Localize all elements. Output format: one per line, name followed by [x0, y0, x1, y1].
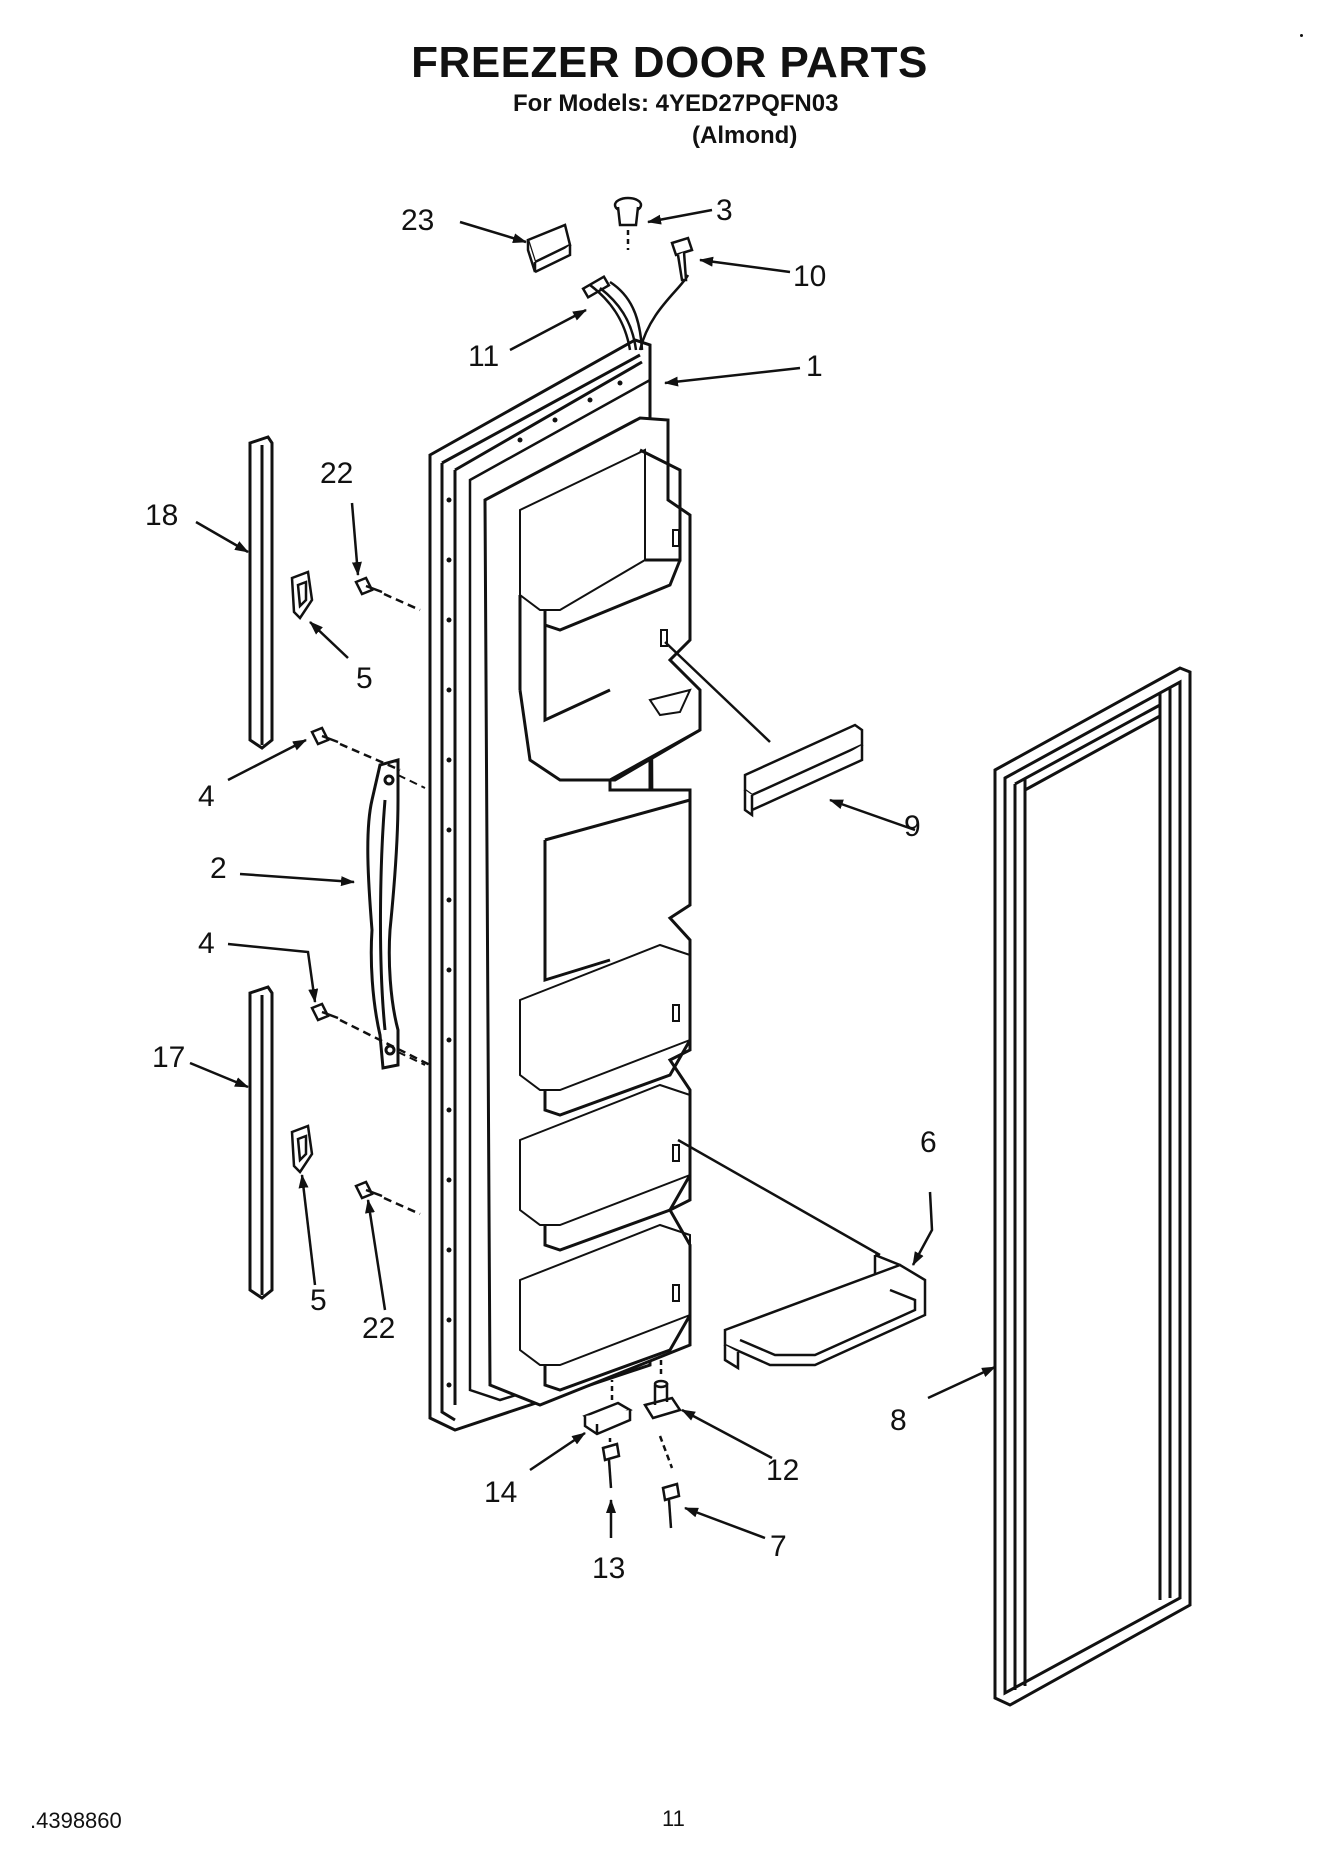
color-line: (Almond) — [692, 122, 798, 149]
page-number: 11 — [662, 1806, 685, 1831]
document-number: .4398860 — [30, 1808, 122, 1833]
bin-rail-part-9 — [664, 641, 864, 818]
trim-strip-part-18 — [248, 435, 274, 750]
clip-part-5-upper — [290, 570, 314, 620]
callout-5-lower: 5 — [310, 1284, 327, 1317]
callout-7: 7 — [770, 1530, 787, 1563]
plug-part-3 — [613, 196, 643, 250]
speck — [1300, 34, 1303, 37]
hinge-block-part-14 — [582, 1380, 633, 1436]
screw-part-4-lower — [310, 1002, 431, 1067]
callout-5-upper: 5 — [356, 662, 373, 695]
screw-part-13 — [601, 1438, 621, 1489]
callout-23: 23 — [401, 204, 434, 237]
connector-part-23 — [526, 223, 572, 274]
freezer-door-part-1 — [428, 338, 702, 1432]
screw-part-10 — [670, 236, 694, 282]
callout-10: 10 — [793, 260, 826, 293]
callout-4-upper: 4 — [198, 780, 215, 813]
callout-17: 17 — [152, 1041, 185, 1074]
callout-4-lower: 4 — [198, 927, 215, 960]
door-bin-part-6 — [677, 1138, 927, 1371]
hinge-pin-part-12 — [643, 1360, 682, 1420]
door-handle-part-2 — [366, 758, 400, 1070]
callout-labels: 23 3 10 11 1 22 18 5 4 2 4 9 17 6 5 22 8… — [145, 194, 937, 1585]
callout-3: 3 — [716, 194, 733, 227]
callout-12: 12 — [766, 1454, 799, 1487]
screw-part-22-upper — [354, 576, 421, 612]
screw-part-7 — [658, 1435, 681, 1529]
dash-lines — [397, 774, 426, 1066]
callout-1: 1 — [806, 350, 823, 383]
callout-8: 8 — [890, 1404, 907, 1437]
callout-14: 14 — [484, 1476, 517, 1509]
callout-22-lower: 22 — [362, 1312, 395, 1345]
callout-6: 6 — [920, 1126, 937, 1159]
callout-2: 2 — [210, 852, 227, 885]
callout-11: 11 — [468, 340, 499, 373]
trim-strip-part-17 — [248, 985, 274, 1300]
models-line: For Models: 4YED27PQFN03 — [513, 90, 839, 117]
leader-lines — [189, 208, 996, 1540]
callout-18: 18 — [145, 499, 178, 532]
callout-13: 13 — [592, 1552, 625, 1585]
clip-part-5-lower — [290, 1124, 314, 1174]
page-title: FREEZER DOOR PARTS — [411, 38, 928, 87]
wire-harness-part-11 — [581, 274, 690, 351]
screw-part-4-upper — [310, 726, 401, 772]
callout-22-upper: 22 — [320, 457, 353, 490]
door-gasket-part-8 — [993, 666, 1192, 1707]
screw-part-22-lower — [354, 1180, 421, 1216]
callout-9: 9 — [904, 810, 921, 843]
